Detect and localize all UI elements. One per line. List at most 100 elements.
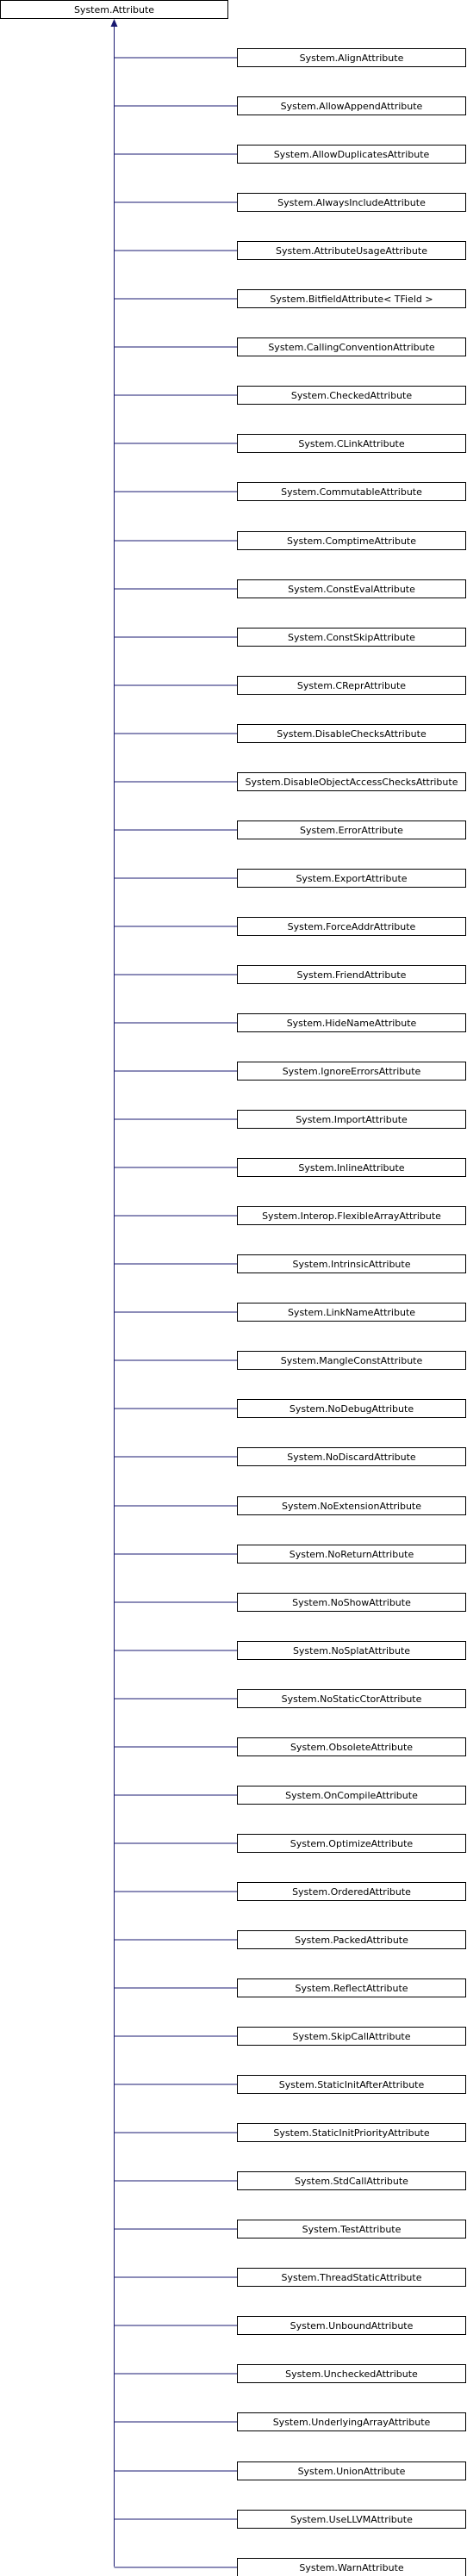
derived-class-box [237, 145, 466, 164]
derived-class-label: System.CheckedAttribute [291, 390, 413, 401]
derived-class-node[interactable]: System.AlwaysIncludeAttribute [237, 193, 466, 212]
derived-class-node[interactable]: System.StaticInitAfterAttribute [237, 2075, 466, 2094]
derived-class-node[interactable]: System.ImportAttribute [237, 1110, 466, 1129]
derived-class-box [237, 1882, 466, 1901]
derived-class-node[interactable]: System.ConstSkipAttribute [237, 628, 466, 647]
derived-class-node[interactable]: System.NoDebugAttribute [237, 1399, 466, 1418]
derived-class-box [237, 1110, 466, 1129]
derived-class-node[interactable]: System.NoSplatAttribute [237, 1641, 466, 1660]
derived-class-label: System.TestAttribute [302, 2224, 402, 2235]
derived-class-node[interactable]: System.NoShowAttribute [237, 1593, 466, 1612]
derived-class-node[interactable]: System.IgnoreErrorsAttribute [237, 1062, 466, 1081]
derived-class-node[interactable]: System.OrderedAttribute [237, 1882, 466, 1901]
derived-class-box [237, 1496, 466, 1515]
derived-class-node[interactable]: System.ThreadStaticAttribute [237, 2268, 466, 2287]
derived-class-node[interactable]: System.NoExtensionAttribute [237, 1496, 466, 1515]
derived-class-label: System.AlignAttribute [300, 53, 404, 64]
derived-class-node[interactable]: System.BitfieldAttribute< TField > [237, 289, 466, 308]
derived-class-box [237, 289, 466, 308]
derived-class-node[interactable]: System.ConstEvalAttribute [237, 579, 466, 598]
derived-class-node[interactable]: System.InlineAttribute [237, 1158, 466, 1177]
derived-class-label: System.AllowDuplicatesAttribute [274, 149, 430, 160]
derived-class-node[interactable]: System.TestAttribute [237, 2220, 466, 2239]
derived-class-node[interactable]: System.ErrorAttribute [237, 820, 466, 839]
base-class-node[interactable]: System.Attribute [0, 0, 228, 19]
derived-class-label: System.CReprAttribute [297, 680, 406, 691]
derived-class-box [237, 2461, 466, 2480]
derived-class-node[interactable]: System.ComptimeAttribute [237, 531, 466, 550]
derived-class-node[interactable]: System.FriendAttribute [237, 965, 466, 984]
derived-class-node[interactable]: System.OnCompileAttribute [237, 1786, 466, 1805]
derived-class-node[interactable]: System.CheckedAttribute [237, 386, 466, 405]
derived-class-node[interactable]: System.CommutableAttribute [237, 482, 466, 501]
derived-class-label: System.NoSplatAttribute [293, 1645, 410, 1656]
derived-class-box [237, 386, 466, 405]
derived-class-node[interactable]: System.AllowAppendAttribute [237, 96, 466, 115]
derived-class-node[interactable]: System.UncheckedAttribute [237, 2364, 466, 2383]
derived-class-node[interactable]: System.Interop.FlexibleArrayAttribute [237, 1206, 466, 1225]
derived-class-node[interactable]: System.UnderlyingArrayAttribute [237, 2412, 466, 2431]
derived-class-node[interactable]: System.CallingConventionAttribute [237, 337, 466, 356]
derived-class-node[interactable]: System.AlignAttribute [237, 48, 466, 67]
derived-class-node[interactable]: System.IntrinsicAttribute [237, 1254, 466, 1273]
derived-class-label: System.CallingConventionAttribute [268, 342, 435, 353]
derived-class-node[interactable]: System.UseLLVMAttribute [237, 2510, 466, 2529]
derived-class-label: System.NoStaticCtorAttribute [282, 1694, 422, 1705]
derived-class-node[interactable]: System.CReprAttribute [237, 676, 466, 695]
derived-class-box [237, 193, 466, 212]
derived-class-label: System.UnboundAttribute [290, 2320, 414, 2331]
derived-class-box [237, 965, 466, 984]
derived-class-label: System.StdCallAttribute [295, 2176, 408, 2187]
derived-class-box [237, 241, 466, 260]
derived-class-node[interactable]: System.AttributeUsageAttribute [237, 241, 466, 260]
derived-class-label: System.LinkNameAttribute [288, 1307, 415, 1318]
derived-class-node[interactable]: System.HideNameAttribute [237, 1013, 466, 1032]
derived-class-node[interactable]: System.CLinkAttribute [237, 434, 466, 453]
derived-class-label: System.ImportAttribute [296, 1114, 408, 1125]
derived-class-label: System.MangleConstAttribute [281, 1355, 423, 1366]
derived-class-node[interactable]: System.ForceAddrAttribute [237, 917, 466, 936]
derived-class-node[interactable]: System.OptimizeAttribute [237, 1834, 466, 1853]
derived-class-label: System.ExportAttribute [296, 873, 407, 884]
derived-class-box [237, 1013, 466, 1032]
derived-class-label: System.DisableObjectAccessChecksAttribut… [246, 777, 458, 788]
base-class-box [0, 0, 228, 19]
derived-class-nodes: System.AlignAttributeSystem.AllowAppendA… [237, 48, 466, 2576]
derived-class-box [237, 48, 466, 67]
derived-class-node[interactable]: System.NoStaticCtorAttribute [237, 1689, 466, 1708]
derived-class-box [237, 1254, 466, 1273]
derived-class-label: System.DisableChecksAttribute [277, 728, 427, 740]
derived-class-box [237, 1545, 466, 1564]
derived-class-box [237, 2558, 466, 2576]
derived-class-label: System.OrderedAttribute [292, 1886, 411, 1898]
derived-class-node[interactable]: System.ExportAttribute [237, 869, 466, 888]
derived-class-node[interactable]: System.ReflectAttribute [237, 1978, 466, 1997]
derived-class-node[interactable]: System.NoDiscardAttribute [237, 1447, 466, 1466]
derived-class-box [237, 337, 466, 356]
derived-class-label: System.AllowAppendAttribute [281, 101, 423, 112]
derived-class-box [237, 96, 466, 115]
derived-class-node[interactable]: System.AllowDuplicatesAttribute [237, 145, 466, 164]
derived-class-node[interactable]: System.MangleConstAttribute [237, 1351, 466, 1370]
derived-class-node[interactable]: System.WarnAttribute [237, 2558, 466, 2576]
derived-class-label: System.ConstEvalAttribute [288, 584, 415, 595]
derived-class-label: System.ObsoleteAttribute [290, 1742, 413, 1753]
derived-class-box [237, 1737, 466, 1756]
derived-class-node[interactable]: System.StaticInitPriorityAttribute [237, 2123, 466, 2142]
derived-class-node[interactable]: System.ObsoleteAttribute [237, 1737, 466, 1756]
derived-class-node[interactable]: System.LinkNameAttribute [237, 1303, 466, 1322]
derived-class-node[interactable]: System.NoReturnAttribute [237, 1545, 466, 1564]
derived-class-box [237, 1641, 466, 1660]
derived-class-label: System.StaticInitPriorityAttribute [273, 2127, 430, 2139]
derived-class-node[interactable]: System.SkipCallAttribute [237, 2027, 466, 2046]
derived-class-node[interactable]: System.DisableObjectAccessChecksAttribut… [237, 772, 466, 791]
derived-class-node[interactable]: System.PackedAttribute [237, 1930, 466, 1949]
derived-class-label: System.ThreadStaticAttribute [281, 2272, 421, 2283]
derived-class-node[interactable]: System.UnionAttribute [237, 2461, 466, 2480]
derived-class-node[interactable]: System.StdCallAttribute [237, 2171, 466, 2190]
derived-class-box [237, 1303, 466, 1322]
derived-class-node[interactable]: System.UnboundAttribute [237, 2316, 466, 2335]
derived-class-box [237, 676, 466, 695]
derived-class-label: System.HideNameAttribute [287, 1018, 417, 1029]
derived-class-node[interactable]: System.DisableChecksAttribute [237, 724, 466, 743]
